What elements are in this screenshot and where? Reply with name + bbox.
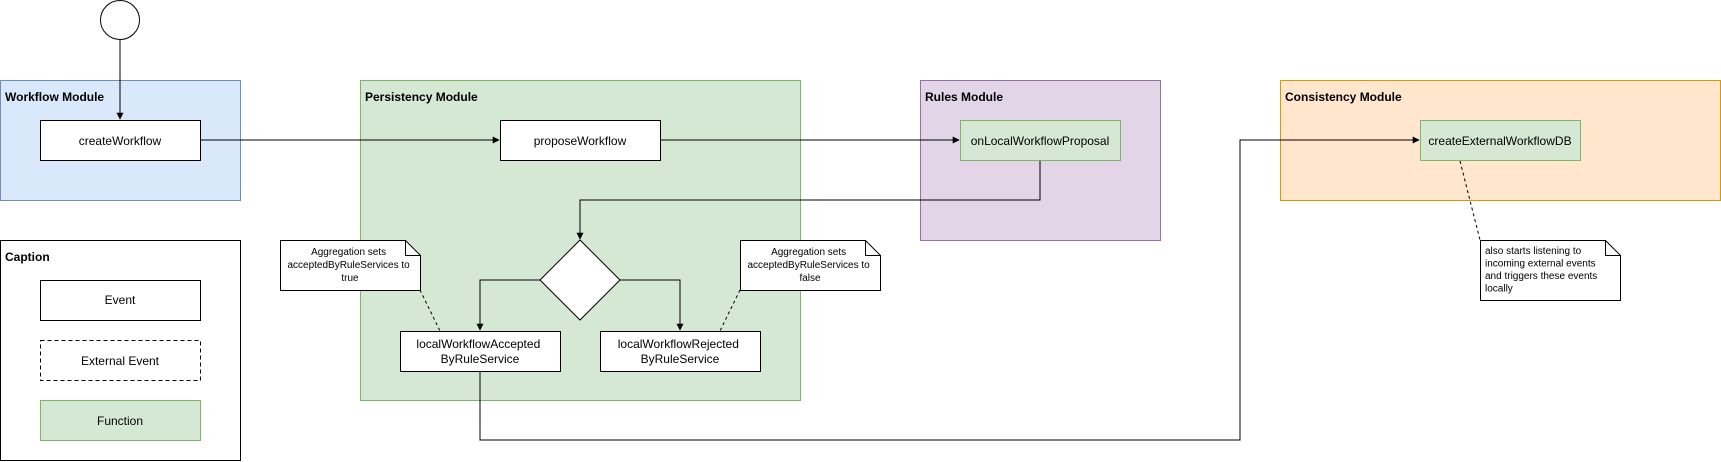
decision-gateway (539, 239, 621, 321)
rejected-line-2: ByRuleService (641, 352, 720, 366)
on-local-workflow-proposal-label: onLocalWorkflowProposal (971, 134, 1110, 148)
note-rejected (740, 240, 881, 291)
note-accepted (280, 240, 421, 291)
note-accepted-line-1: Aggregation sets (311, 247, 386, 258)
note-rejected-line-3: false (799, 273, 821, 284)
edge-accepted-to-createexternalworkflowdb (479, 136, 1420, 441)
propose-workflow-label: proposeWorkflow (534, 134, 627, 148)
rules-module-title: Rules Module (925, 90, 1003, 104)
note-accepted-text: Aggregation sets acceptedByRuleServices … (287, 247, 412, 284)
local-workflow-accepted-event (400, 331, 561, 372)
caption-external-event-label: External Event (81, 354, 160, 368)
caption-external-event-box (40, 340, 201, 381)
local-workflow-rejected-label: localWorkflowRejected ByRuleService (618, 337, 743, 366)
note-consistency-connector (1459, 160, 1481, 241)
caption-function-box (40, 400, 201, 441)
create-workflow-label: createWorkflow (79, 134, 162, 148)
caption-event-label: Event (105, 293, 136, 307)
caption-title: Caption (5, 250, 50, 264)
note-rejected-connector (719, 289, 741, 332)
note-accepted-fold (405, 240, 421, 256)
local-workflow-rejected-event (600, 331, 761, 372)
note-consistency-text: also starts listening to incoming extern… (1485, 246, 1600, 295)
note-accepted-line-3: true (341, 273, 359, 284)
create-external-workflow-db-function (1420, 120, 1581, 161)
note-consistency-line-2: incoming external events (1485, 259, 1596, 270)
accepted-line-2: ByRuleService (441, 352, 520, 366)
note-accepted-line-2: acceptedByRuleServices to (287, 260, 410, 271)
on-local-workflow-proposal-function (960, 120, 1121, 161)
local-workflow-accepted-label: localWorkflowAccepted ByRuleService (416, 337, 543, 366)
note-consistency (1480, 240, 1621, 301)
note-rejected-line-2: acceptedByRuleServices to (747, 260, 870, 271)
consistency-module-title: Consistency Module (1285, 90, 1402, 104)
note-rejected-line-1: Aggregation sets (771, 247, 846, 258)
edge-proposal-to-decision (576, 160, 1041, 240)
create-workflow-event (40, 120, 201, 161)
propose-workflow-event (500, 120, 661, 161)
edge-decision-to-rejected (620, 279, 684, 331)
accepted-line-1: localWorkflowAccepted (416, 337, 540, 351)
start-node (100, 0, 140, 40)
note-consistency-line-3: and triggers these events (1485, 271, 1597, 282)
note-consistency-line-4: locally (1485, 284, 1513, 295)
rejected-line-1: localWorkflowRejected (618, 337, 739, 351)
note-rejected-fold (865, 240, 881, 256)
create-external-workflow-db-label: createExternalWorkflowDB (1428, 134, 1571, 148)
edge-decision-to-accepted (476, 279, 540, 331)
workflow-module-title: Workflow Module (5, 90, 104, 104)
note-rejected-text: Aggregation sets acceptedByRuleServices … (747, 247, 872, 284)
note-accepted-connector (419, 289, 441, 332)
note-consistency-line-1: also starts listening to (1485, 246, 1582, 257)
caption-function-label: Function (97, 414, 143, 428)
persistency-module-title: Persistency Module (365, 90, 478, 104)
note-consistency-fold (1605, 240, 1621, 256)
caption-event-box (40, 280, 201, 321)
